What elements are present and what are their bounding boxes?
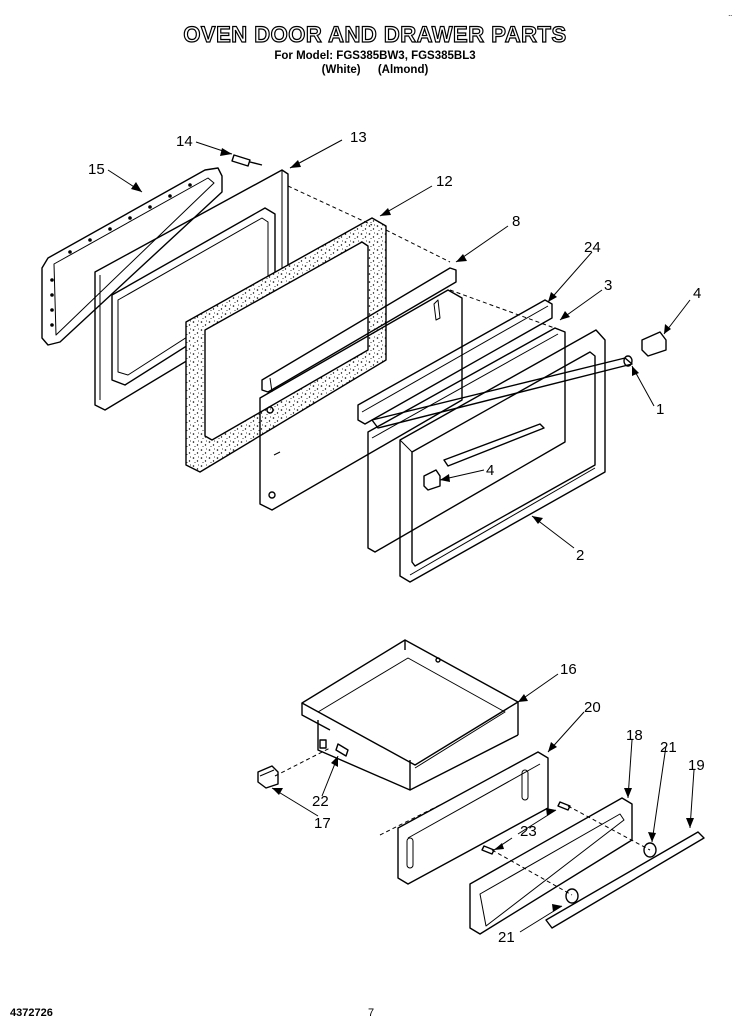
door-panel-part-8 [259,267,463,511]
color-almond-label: (Almond) [377,64,429,76]
corner-mark: ¨ [728,14,732,25]
insulation-part-12 [185,217,387,473]
callout-23: 23 [520,823,537,840]
drawer-box-part-16 [301,639,519,791]
callout-19: 19 [688,757,705,774]
drawer-glide-part-17 [257,765,279,789]
callout-22: 22 [312,793,329,810]
callout-1: 1 [656,401,664,418]
trim-strip-part-19 [545,831,705,929]
page-title: OVEN DOOR AND DRAWER PARTS [183,21,567,47]
drawer-panel-part-18 [469,797,633,935]
inner-glass-part-3 [367,327,566,553]
door-handle-part-1 [371,355,633,429]
callout-14: 14 [176,133,193,150]
callout-18: 18 [626,727,643,744]
callout-4-lower: 4 [486,462,494,479]
callout-2: 2 [576,547,584,564]
callout-13: 13 [350,129,367,146]
color-white-label: (White) [321,64,361,76]
callout-8: 8 [512,213,520,230]
callout-16: 16 [560,661,577,678]
page-number: 7 [368,1007,375,1019]
callout-labels: 14 13 15 12 8 24 3 4 1 4 2 16 20 18 21 1… [88,129,705,946]
drawer-front-part-20 [397,751,549,885]
color-variants: (White) (Almond) [0,64,750,76]
callout-21-upper: 21 [660,739,677,756]
callout-20: 20 [584,699,601,716]
door-gasket-part-15 [41,167,223,346]
callout-3: 3 [604,277,612,294]
model-numbers: For Model: FGS385BW3, FGS385BL3 [274,50,476,62]
vent-strip-part-24 [357,299,553,425]
bumper-part-21 [565,842,657,904]
screw-part-23 [481,801,571,855]
callout-24: 24 [584,239,601,256]
callout-15: 15 [88,161,105,178]
callout-4-upper: 4 [693,285,701,302]
screw-part-14 [231,154,263,167]
handle-endcap-part-4 [423,331,667,491]
callout-12: 12 [436,173,453,190]
document-number: 4372726 [10,1007,53,1019]
callout-21-lower: 21 [498,929,515,946]
outer-door-part-2 [399,329,606,583]
callout-17: 17 [314,815,331,832]
